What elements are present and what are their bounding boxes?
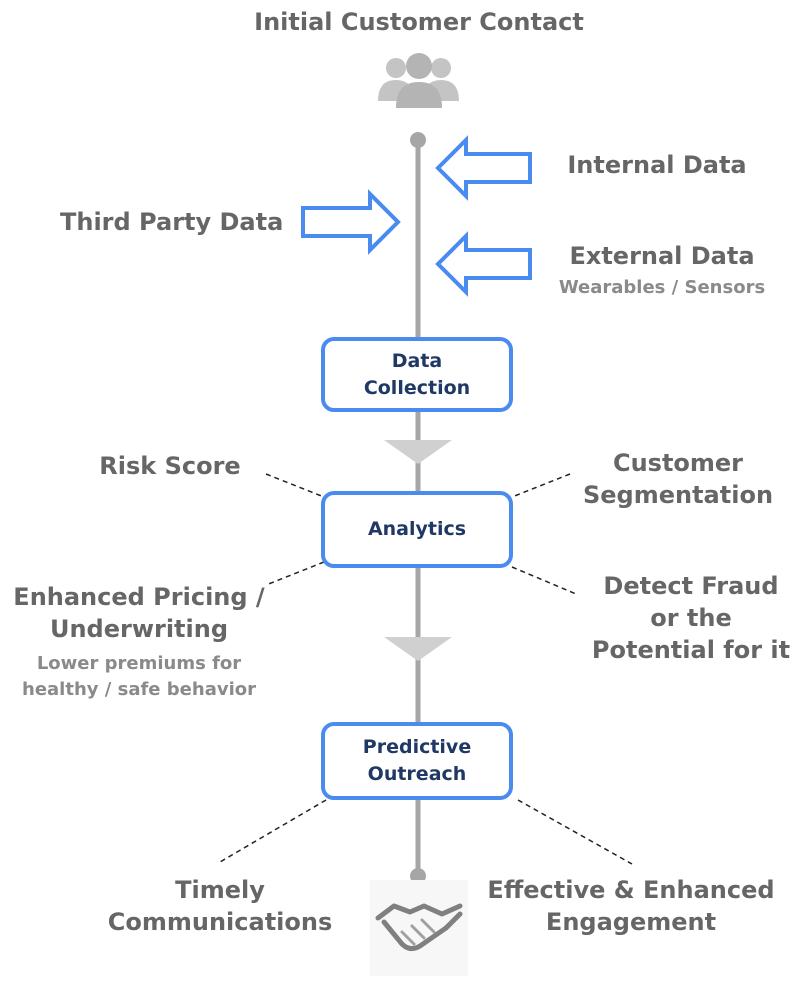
effective-engagement-line-2: Engagement [545,908,717,936]
enhanced-pricing-sub-line-1: Lower premiums for [36,653,242,674]
predictive-outreach-line-2: Outreach [367,763,467,785]
flow-chevron-2 [384,637,452,661]
internal-data-label: Internal Data [567,151,747,179]
third-party-data-label: Third Party Data [60,208,284,236]
analytics-stage: Analytics [321,491,513,568]
internal-data-arrow [435,135,532,201]
connector-timely [219,799,327,863]
data-collection-line-1: Data [391,349,443,372]
connector-detect-fraud [511,566,577,595]
customer-segmentation-label: Customer Segmentation [578,447,778,511]
handshake-icon [370,880,468,976]
effective-engagement-label: Effective & Enhanced Engagement [482,874,780,938]
connector-engagement [517,799,633,865]
external-data-arrow [435,231,532,297]
customer-segmentation-line-2: Segmentation [582,481,774,509]
enhanced-pricing-sub-line-2: healthy / safe behavior [22,679,256,700]
data-collection-stage: Data Collection [321,337,513,412]
customer-group-icon [378,53,459,108]
predictive-outreach-stage: Predictive Outreach [321,722,513,800]
detect-fraud-line-2: or the [650,604,732,632]
effective-engagement-line-1: Effective & Enhanced [487,876,775,904]
connector-enhanced-pricing [265,561,325,586]
diagram-title: Initial Customer Contact [254,8,584,36]
detect-fraud-label: Detect Fraud or the Potential for it [580,570,790,666]
connector-risk-score [265,473,325,498]
connector-customer-segmentation [511,473,571,498]
risk-score-label: Risk Score [99,452,241,480]
detect-fraud-line-3: Potential for it [591,636,790,664]
customer-segmentation-line-1: Customer [612,449,744,477]
external-data-label: External Data [569,242,755,270]
timely-communications-line-1: Timely [175,876,265,904]
enhanced-pricing-sublabel: Lower premiums for healthy / safe behavi… [0,651,278,703]
timeline-start-dot [410,132,426,148]
predictive-outreach-line-1: Predictive [362,736,472,758]
analytics-label: Analytics [367,518,467,540]
detect-fraud-line-1: Detect Fraud [603,572,779,600]
enhanced-pricing-line-1: Enhanced Pricing / [13,583,265,611]
external-data-sublabel: Wearables / Sensors [558,277,766,298]
data-collection-line-2: Collection [363,376,471,399]
timely-communications-line-2: Communications [107,908,333,936]
enhanced-pricing-label: Enhanced Pricing / Underwriting [0,581,278,645]
flow-chevron-1 [384,440,452,464]
timely-communications-label: Timely Communications [100,874,340,938]
third-party-data-arrow [301,189,401,255]
enhanced-pricing-line-2: Underwriting [49,615,229,643]
